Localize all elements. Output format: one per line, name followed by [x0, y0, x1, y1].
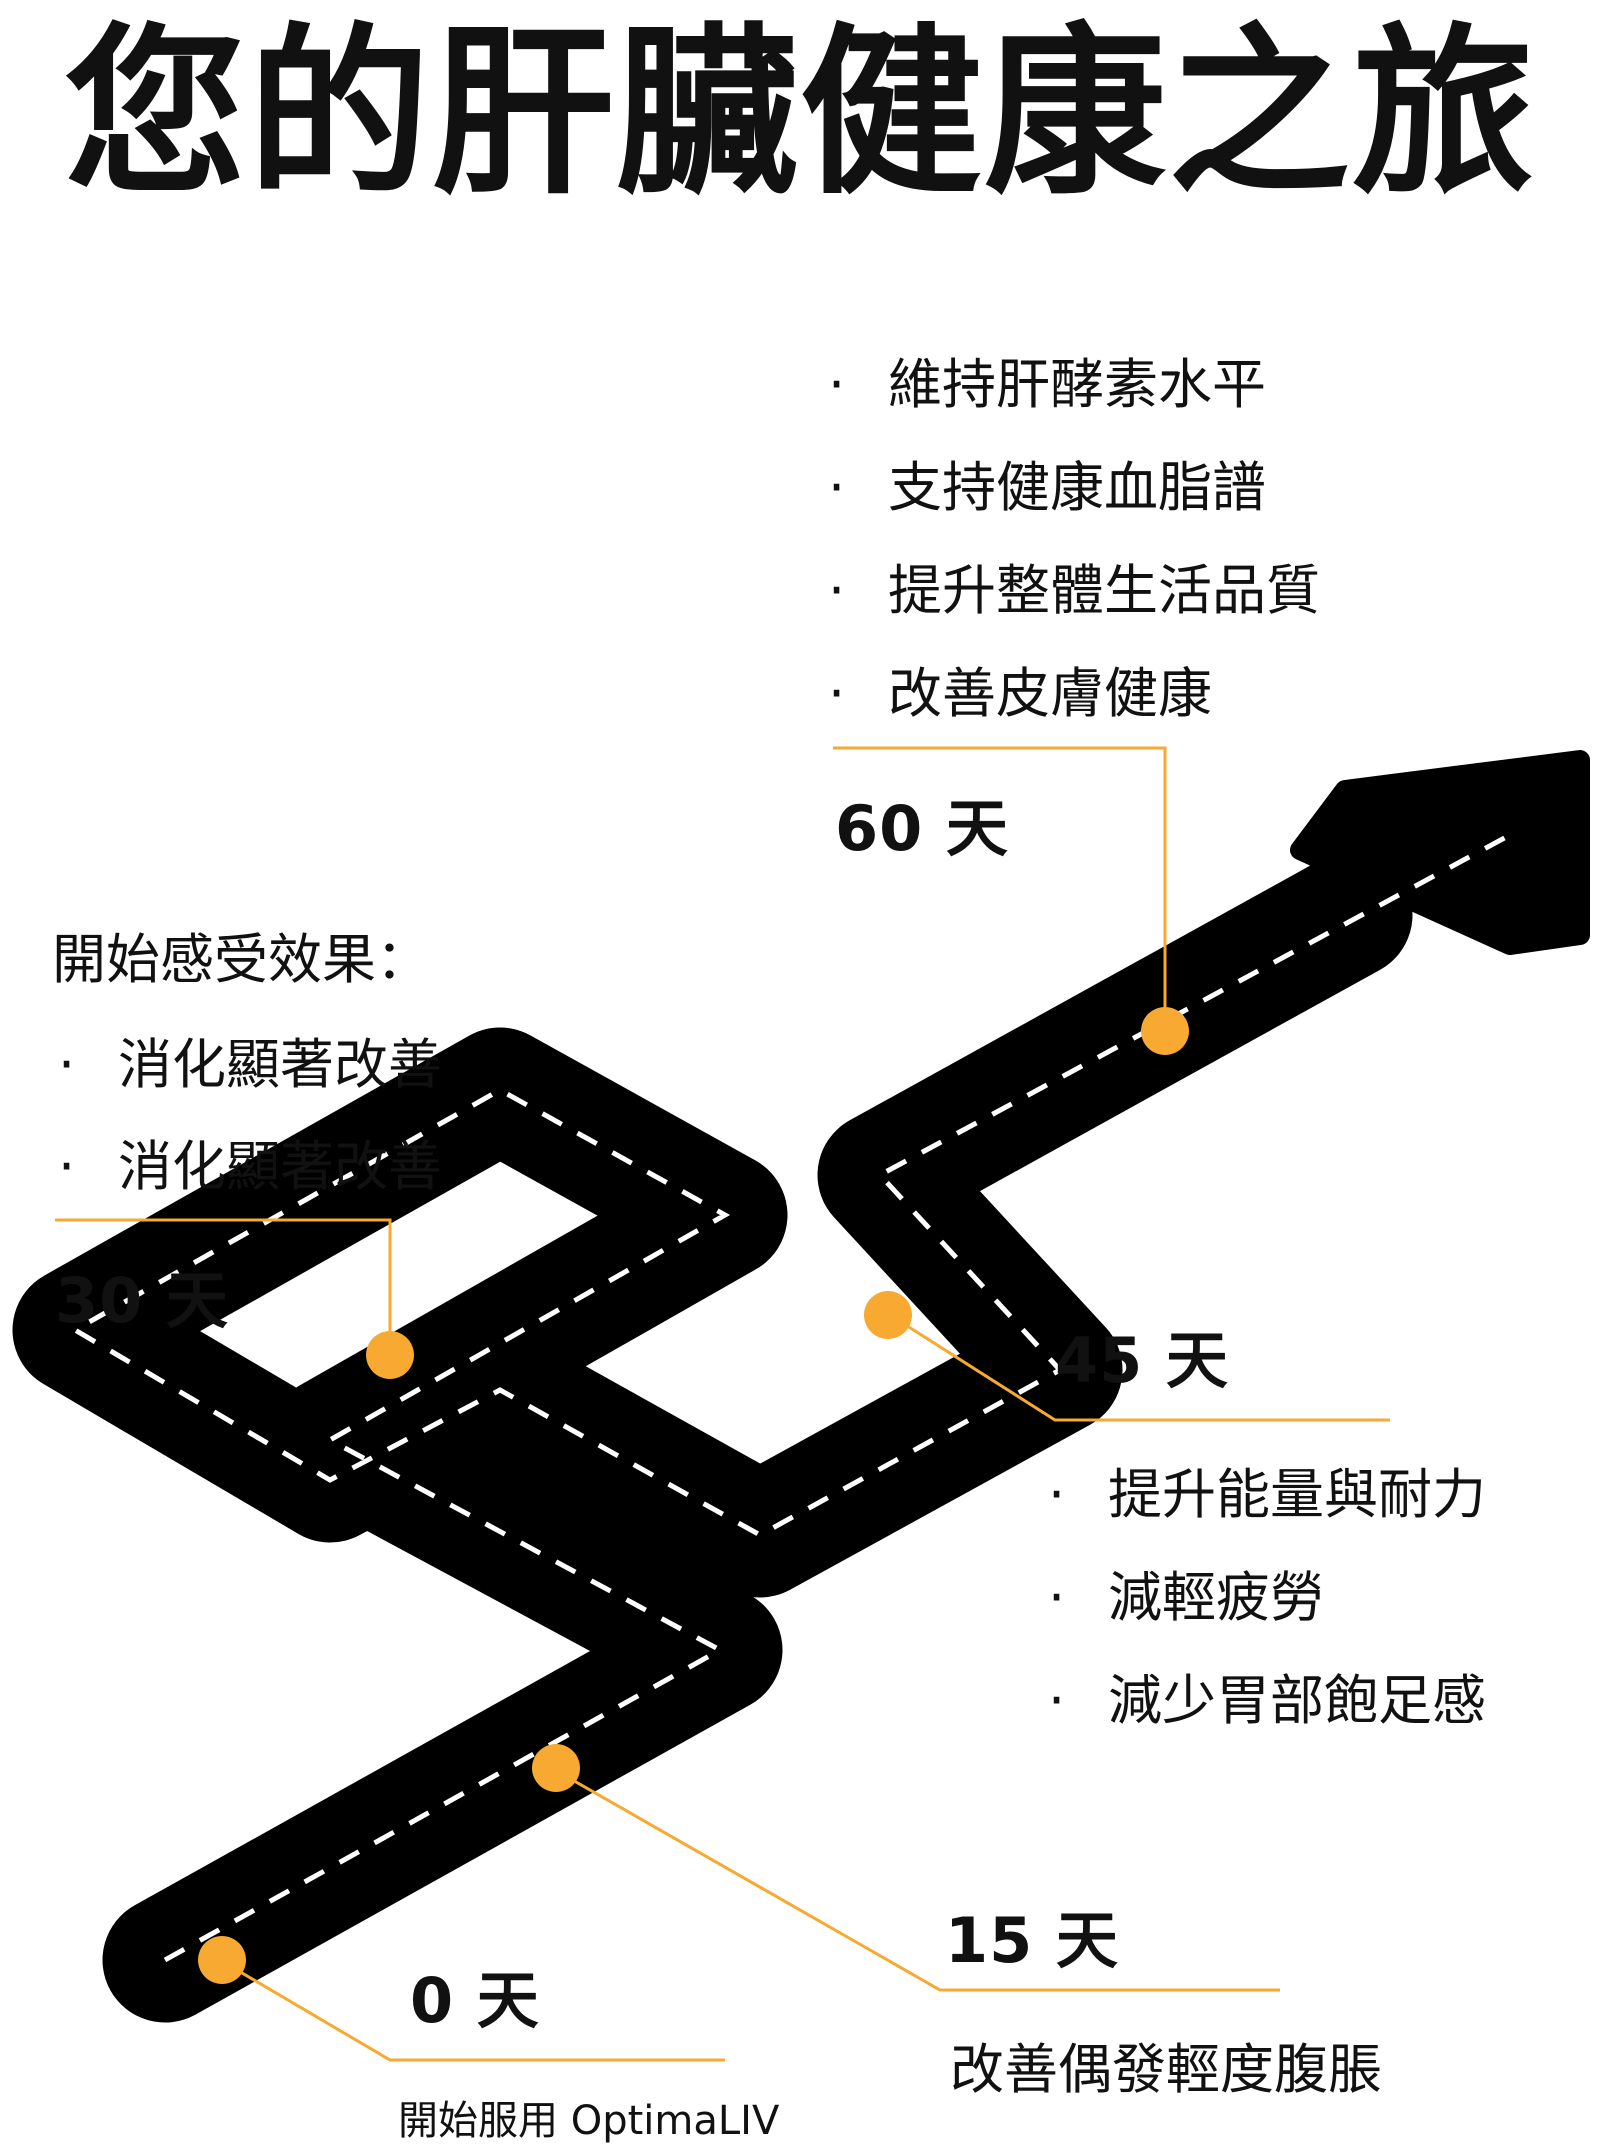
intro-day30: 開始感受效果： [52, 928, 430, 991]
milestone-dot-day0 [198, 1936, 246, 1984]
leader-day30 [55, 1218, 392, 1355]
label-day30: 30 天 [55, 1264, 229, 1337]
list-item: ·減輕疲勞 [1048, 1566, 1324, 1629]
road-center-dash [69, 832, 1512, 1963]
leader-day0 [219, 1958, 725, 2062]
road-arrow-head [1290, 750, 1590, 955]
list-item: ·維持肝酵素水平 [828, 353, 1266, 416]
milestone-dot-day45 [864, 1291, 912, 1339]
caption-day0: 開始服用 OptimaLIV [398, 2098, 780, 2144]
leader-day45 [889, 1313, 1390, 1422]
milestone-dot-day60 [1141, 1007, 1189, 1055]
list-item: ·減少胃部飽足感 [1048, 1669, 1486, 1732]
list-item: ·改善皮膚健康 [828, 662, 1212, 725]
list-item: ·消化顯著改善 [58, 1033, 442, 1096]
label-day45: 45 天 [1055, 1324, 1229, 1397]
list-item: ·提升整體生活品質 [828, 559, 1320, 622]
milestone-dot-day15 [532, 1744, 580, 1792]
page-title: 您的肝臟健康之旅 [64, 7, 1536, 219]
caption-day15: 改善偶發輕度腹脹 [950, 2038, 1382, 2101]
label-day15: 15 天 [945, 1904, 1119, 1977]
list-item: ·消化顯著改善 [58, 1135, 442, 1198]
label-day0: 0 天 [410, 1964, 540, 2037]
label-day60: 60 天 [835, 792, 1009, 865]
leader-day60 [833, 746, 1167, 1030]
list-item: ·支持健康血脂譜 [828, 456, 1266, 519]
leader-day15 [554, 1768, 1280, 1992]
milestone-dot-day30 [366, 1331, 414, 1379]
list-item: ·提升能量與耐力 [1048, 1463, 1486, 1526]
